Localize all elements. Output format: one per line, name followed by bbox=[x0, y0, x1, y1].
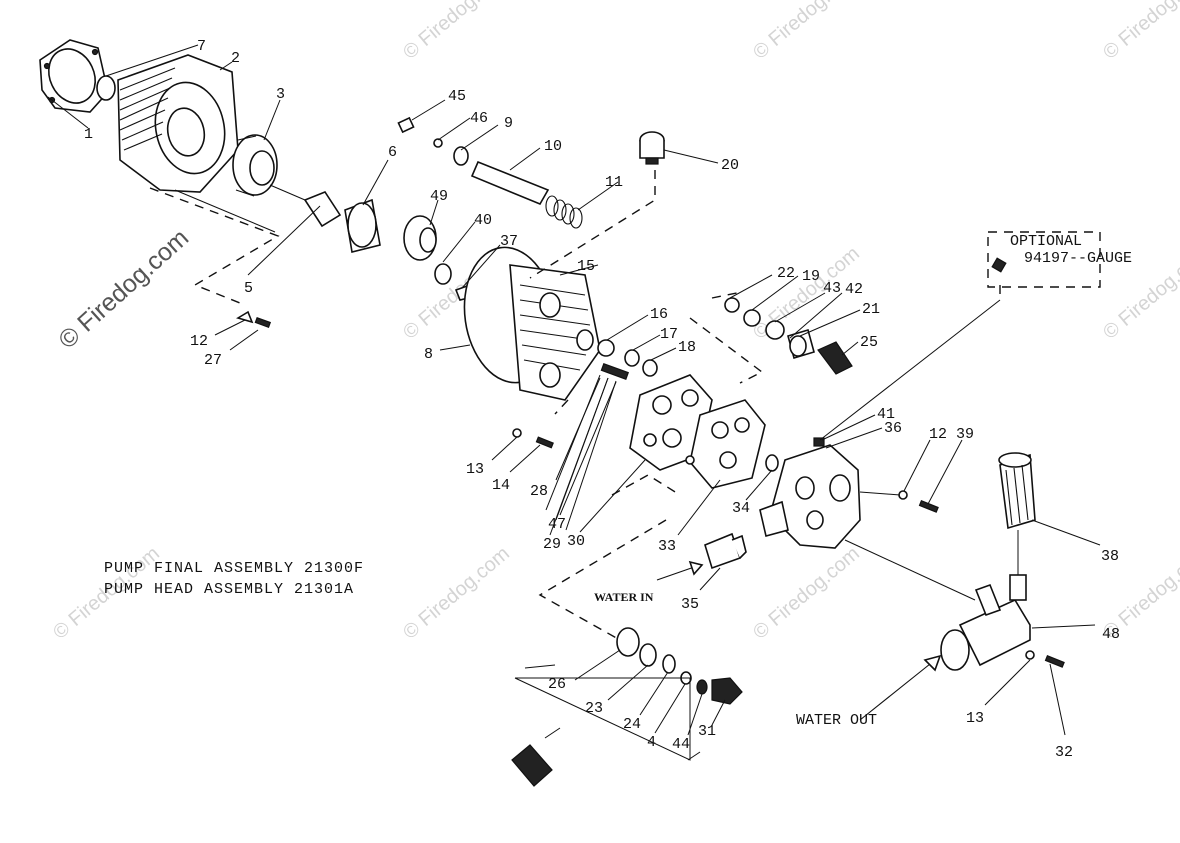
part-label: 14 bbox=[492, 477, 510, 494]
part-label: 6 bbox=[388, 144, 397, 161]
part-label: 44 bbox=[672, 736, 690, 753]
alignment-lines bbox=[174, 184, 1019, 761]
seal-17 bbox=[624, 349, 640, 367]
part-label: 2 bbox=[231, 50, 240, 67]
part-label: 1 bbox=[84, 126, 93, 143]
part-label: 26 bbox=[548, 676, 566, 693]
part-label: 37 bbox=[500, 233, 518, 250]
part-label: 8 bbox=[424, 346, 433, 363]
part-label: 45 bbox=[448, 88, 466, 105]
unloader-valve bbox=[940, 574, 1031, 671]
outlet-parts bbox=[511, 627, 743, 787]
watermark-text: © Firedog.com bbox=[749, 0, 864, 64]
spring bbox=[545, 195, 583, 229]
part-label: 12 bbox=[190, 333, 208, 350]
part-label: 20 bbox=[721, 157, 739, 174]
watermark-main: © Firedog.com bbox=[53, 224, 194, 355]
part-label: 21 bbox=[862, 301, 880, 318]
optional-heading: OPTIONAL bbox=[1010, 233, 1082, 250]
part-label: 28 bbox=[530, 483, 548, 500]
part-label: 43 bbox=[823, 280, 841, 297]
final-assembly-title: PUMP FINAL ASSEMBLY 21300F bbox=[104, 560, 364, 577]
part-label: 19 bbox=[802, 268, 820, 285]
seal-16 bbox=[597, 339, 615, 357]
part-label: 24 bbox=[623, 716, 641, 733]
head-assembly-title: PUMP HEAD ASSEMBLY 21301A bbox=[104, 581, 354, 598]
water-in-label: WATER IN bbox=[594, 590, 654, 604]
part-label: 7 bbox=[197, 38, 206, 55]
inlet-fitting bbox=[704, 532, 747, 570]
valve-plate bbox=[629, 374, 713, 471]
part-label: 13 bbox=[966, 710, 984, 727]
part-label: 5 bbox=[244, 280, 253, 297]
flow-arrows bbox=[656, 560, 942, 721]
bearing bbox=[232, 134, 278, 197]
seal-18 bbox=[642, 359, 658, 377]
part-label: 46 bbox=[470, 110, 488, 127]
watermark-text: © Firedog.com bbox=[1099, 0, 1180, 64]
watermark-text: © Firedog.com bbox=[749, 542, 864, 643]
part-label: 23 bbox=[585, 700, 603, 717]
watermark-text: © Firedog.com bbox=[399, 542, 514, 643]
pump-head bbox=[759, 437, 861, 549]
water-out-label: WATER OUT bbox=[796, 712, 877, 729]
crankcase bbox=[117, 54, 239, 193]
crankcase-cover bbox=[39, 39, 116, 113]
part-label: 10 bbox=[544, 138, 562, 155]
part-label: 49 bbox=[430, 188, 448, 205]
watermark-text: © Firedog.com bbox=[399, 0, 514, 64]
part-label: 32 bbox=[1055, 744, 1073, 761]
part-label: 38 bbox=[1101, 548, 1119, 565]
part-label: 12 bbox=[929, 426, 947, 443]
shaft-parts bbox=[303, 191, 437, 261]
part-label: 36 bbox=[884, 420, 902, 437]
part-label: 35 bbox=[681, 596, 699, 613]
fasteners bbox=[236, 257, 1065, 668]
part-label: 18 bbox=[678, 339, 696, 356]
part-label: 39 bbox=[956, 426, 974, 443]
part-label: 30 bbox=[567, 533, 585, 550]
oil-cap bbox=[639, 131, 665, 165]
part-label: 16 bbox=[650, 306, 668, 323]
part-label: 3 bbox=[276, 86, 285, 103]
part-label: 17 bbox=[660, 326, 678, 343]
pressure-knob bbox=[998, 452, 1036, 530]
part-label: 40 bbox=[474, 212, 492, 229]
part-label: 13 bbox=[466, 461, 484, 478]
part-label: 11 bbox=[605, 174, 623, 191]
part-label: 27 bbox=[204, 352, 222, 369]
part-label: 15 bbox=[577, 258, 595, 275]
part-label: 42 bbox=[845, 281, 863, 298]
seal-40 bbox=[434, 263, 452, 285]
part-label: 22 bbox=[777, 265, 795, 282]
part-label: 4 bbox=[647, 734, 656, 751]
gear-case bbox=[463, 246, 601, 401]
part-label: 48 bbox=[1102, 626, 1120, 643]
part-label: 41 bbox=[877, 406, 895, 423]
part-label: 31 bbox=[698, 723, 716, 740]
plunger-parts bbox=[397, 116, 583, 229]
part-label: 47 bbox=[548, 516, 566, 533]
part-labels: 1 2 3 4 5 6 7 8 9 10 11 12 12 13 13 14 1… bbox=[84, 38, 1120, 761]
leader-lines bbox=[47, 44, 1101, 736]
part-label: 34 bbox=[732, 500, 750, 517]
dashed-guides bbox=[149, 170, 1101, 641]
gauge-label: 94197--GAUGE bbox=[1024, 250, 1132, 267]
part-label: 29 bbox=[543, 536, 561, 553]
part-label: 25 bbox=[860, 334, 878, 351]
part-label: 9 bbox=[504, 115, 513, 132]
part-label: 33 bbox=[658, 538, 676, 555]
head-gasket bbox=[685, 399, 766, 489]
